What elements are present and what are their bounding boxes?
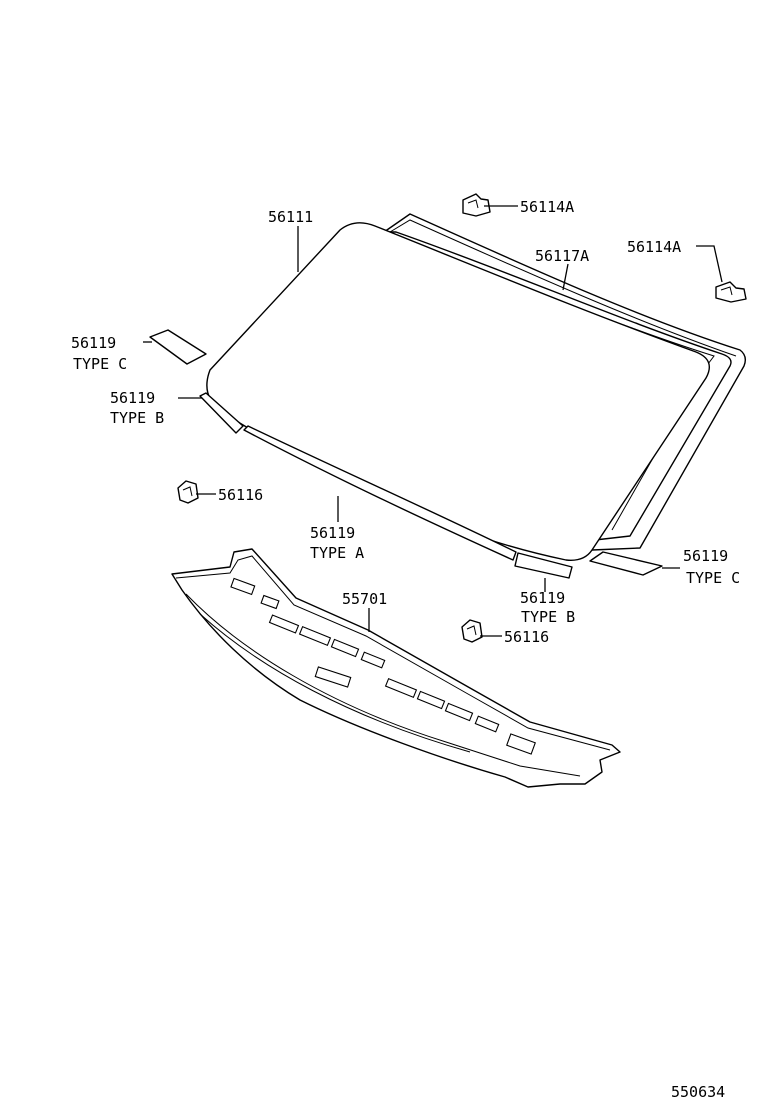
label-56119-b-right: 56119	[520, 589, 565, 607]
spacer-type-a	[243, 425, 517, 561]
label-type-c-left: TYPE C	[73, 355, 127, 373]
spacer-type-c-right	[589, 551, 663, 576]
label-56111: 56111	[268, 208, 313, 226]
label-type-b-left: TYPE B	[110, 409, 164, 427]
label-56119-a: 56119	[310, 524, 355, 542]
label-56119-b-left: 56119	[110, 389, 155, 407]
label-type-a: TYPE A	[310, 544, 364, 562]
label-56114a-right: 56114A	[627, 238, 681, 256]
cowl-slots	[230, 577, 536, 755]
label-55701: 55701	[342, 590, 387, 608]
label-56119-c-right: 56119	[683, 547, 728, 565]
label-56117a: 56117A	[535, 247, 589, 265]
label-56119-c-left: 56119	[71, 334, 116, 352]
label-type-b-right: TYPE B	[521, 608, 575, 626]
cowl-top-panel	[171, 548, 621, 788]
label-56116-left: 56116	[218, 486, 263, 504]
clip-top	[462, 193, 491, 217]
stopper-left	[177, 480, 199, 504]
label-type-c-right: TYPE C	[686, 569, 740, 587]
leader-lines	[143, 205, 723, 637]
stopper-right	[461, 619, 483, 643]
windshield-glass	[206, 222, 710, 561]
spacer-type-b-right	[514, 552, 573, 579]
label-56116-right: 56116	[504, 628, 549, 646]
illustration-id: 550634	[671, 1083, 725, 1101]
clip-right	[715, 281, 747, 303]
label-56114a-top: 56114A	[520, 198, 574, 216]
spacer-type-c-left	[149, 329, 207, 365]
spacer-type-b-left	[199, 392, 244, 434]
